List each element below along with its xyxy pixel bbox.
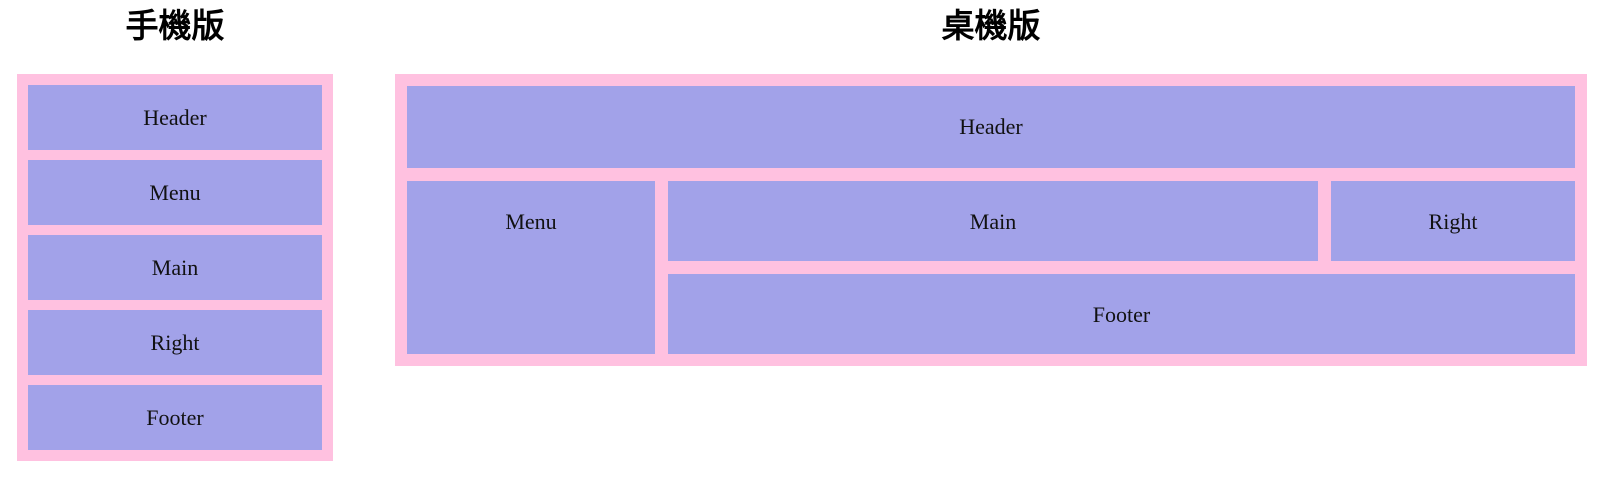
- mobile-figure: 手機版 Header Menu Main Right Footer: [17, 0, 333, 461]
- desktop-menu-box: Menu: [407, 181, 655, 354]
- desktop-right-box: Right: [1331, 181, 1575, 261]
- mobile-layout-container: Header Menu Main Right Footer: [17, 74, 333, 461]
- desktop-header-box: Header: [407, 86, 1575, 168]
- desktop-layout-container: Header Menu Main Right Footer: [395, 74, 1587, 366]
- desktop-footer-box: Footer: [668, 274, 1575, 354]
- mobile-menu-box: Menu: [28, 160, 322, 225]
- mobile-right-box: Right: [28, 310, 322, 375]
- desktop-figure: 桌機版 Header Menu Main Right Footer: [395, 0, 1587, 366]
- mobile-footer-box: Footer: [28, 385, 322, 450]
- mobile-main-box: Main: [28, 235, 322, 300]
- desktop-main-box: Main: [668, 181, 1318, 261]
- mobile-header-box: Header: [28, 85, 322, 150]
- desktop-version-title: 桌機版: [941, 7, 1041, 44]
- mobile-version-title: 手機版: [125, 7, 225, 44]
